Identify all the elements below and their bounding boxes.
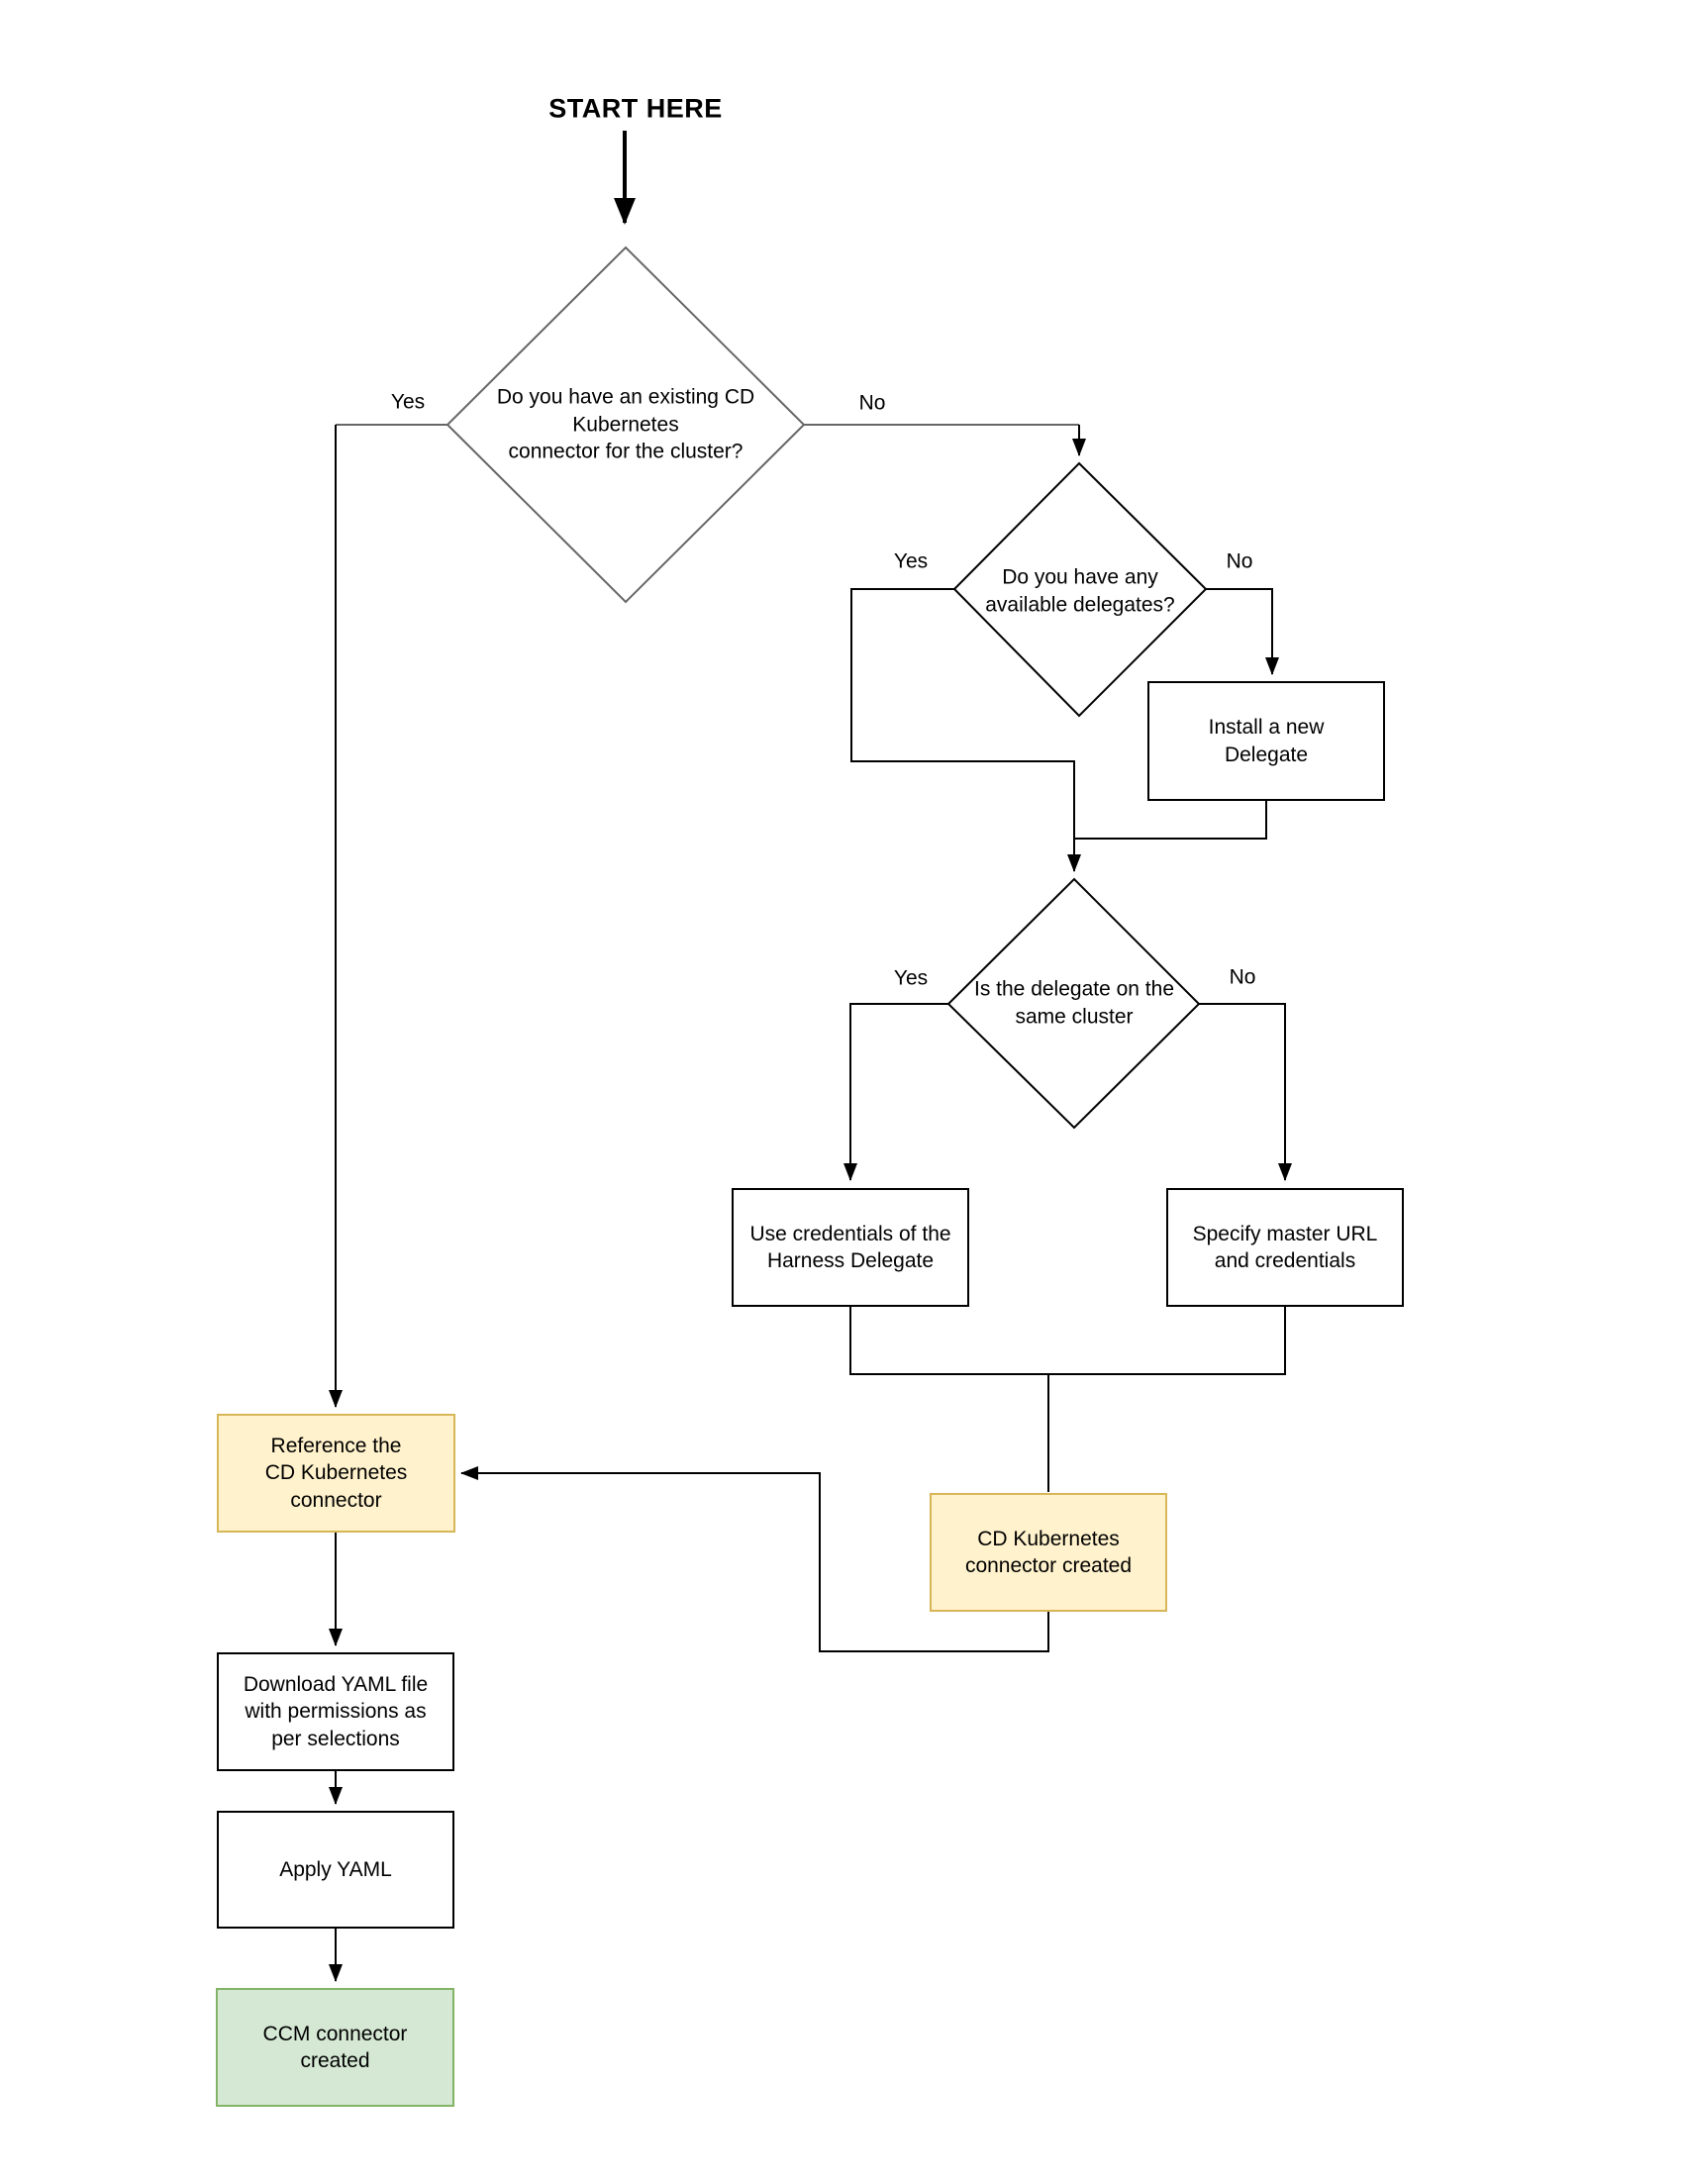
edge-install-out bbox=[1074, 800, 1267, 840]
edge-use-credentials-out bbox=[849, 1307, 1048, 1375]
box-specify-master-url: Specify master URL and credentials bbox=[1166, 1188, 1404, 1307]
start-here-label: START HERE bbox=[548, 93, 723, 124]
diamond-same-cluster bbox=[946, 877, 1201, 1130]
diamond-same-cluster-label: Is the delegate on the same cluster bbox=[974, 977, 1174, 1028]
edge-d3-no bbox=[1199, 1003, 1292, 1181]
edge-label-d1-no: No bbox=[858, 391, 886, 415]
diamond-existing-connector-label: Do you have an existing CD Kubernetes co… bbox=[496, 385, 755, 463]
edge-label-d2-yes: Yes bbox=[893, 549, 929, 573]
diamond-available-delegates bbox=[952, 461, 1208, 718]
edge-d3-yes bbox=[843, 1003, 948, 1181]
edge-label-d3-no: No bbox=[1229, 965, 1256, 989]
edge-cd-created-out bbox=[460, 1466, 1049, 1652]
edge-label-d2-no: No bbox=[1226, 549, 1253, 573]
edge-label-d1-yes: Yes bbox=[390, 390, 426, 414]
edge-d2-yes bbox=[850, 588, 1081, 872]
box-install-delegate: Install a new Delegate bbox=[1147, 681, 1385, 801]
box-use-credentials: Use credentials of the Harness Delegate bbox=[732, 1188, 969, 1307]
box-apply-yaml: Apply YAML bbox=[217, 1811, 454, 1929]
box-download-yaml: Download YAML file with permissions as p… bbox=[217, 1652, 454, 1771]
diamond-existing-connector bbox=[446, 246, 806, 604]
edge-d2-no bbox=[1206, 588, 1279, 675]
edge-specify-out bbox=[1048, 1307, 1286, 1375]
diamond-available-delegates-label: Do you have any available delegates? bbox=[985, 565, 1175, 616]
box-cd-connector-created: CD Kubernetes connector created bbox=[930, 1493, 1167, 1612]
edge-label-d3-yes: Yes bbox=[893, 966, 929, 990]
box-ccm-connector-created: CCM connector created bbox=[216, 1988, 454, 2107]
box-reference-connector: Reference the CD Kubernetes connector bbox=[217, 1414, 455, 1533]
